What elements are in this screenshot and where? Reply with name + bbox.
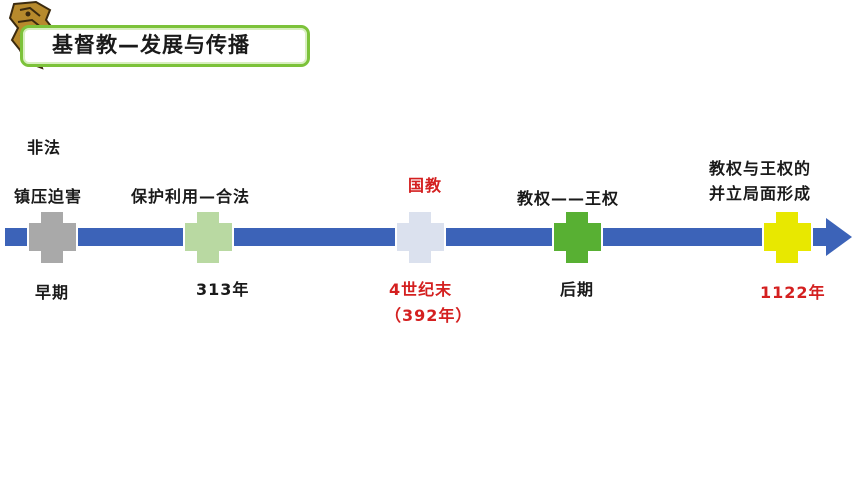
event-5-cross-marker (762, 210, 813, 265)
event-1-top-label-1: 非法 (27, 138, 62, 157)
event-4-bottom-label: 后期 (560, 280, 595, 299)
event-5-top-label-2: 并立局面形成 (709, 184, 812, 203)
event-3-cross-marker (395, 210, 446, 265)
event-4-top-label: 教权——王权 (517, 189, 620, 208)
event-1-cross-marker (27, 210, 78, 265)
event-1-bottom-label: 早期 (35, 283, 70, 302)
event-5-top-label-1: 教权与王权的 (709, 159, 812, 178)
timeline-arrow-head (826, 218, 852, 256)
event-2-bottom-label: 313年 (196, 280, 250, 299)
timeline (5, 210, 852, 265)
event-4-cross-marker (552, 210, 603, 265)
event-2-top-label: 保护利用—合法 (131, 187, 251, 206)
page-title: 基督教—发展与传播 (52, 33, 250, 57)
event-2-cross-marker (183, 210, 234, 265)
event-3-bottom-label-2: （392年） (385, 306, 473, 325)
event-5-bottom-label: 1122年 (760, 283, 826, 302)
event-1-top-label-2: 镇压迫害 (14, 187, 83, 206)
title-frame (20, 25, 310, 67)
event-3-bottom-label: 4世纪末 (389, 280, 453, 299)
event-3-top-label: 国教 (408, 176, 443, 195)
